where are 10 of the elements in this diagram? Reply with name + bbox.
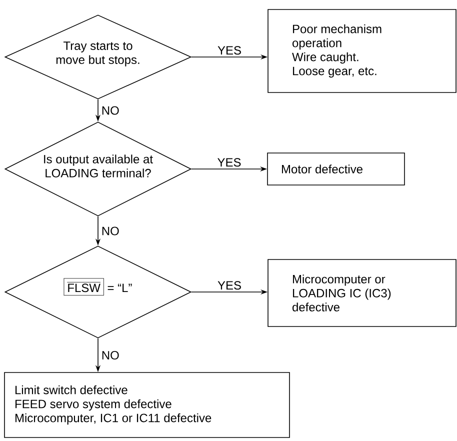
edge-label: NO: [100, 350, 120, 360]
edge-label: NO: [100, 226, 120, 236]
edge-label: YES: [216, 280, 242, 291]
edge-label: NO: [100, 105, 120, 116]
result-box: Microcomputer or LOADING IC (IC3) defective: [268, 259, 456, 327]
result-box: Limit switch defective FEED servo system defective Microcomputer, IC1 or IC11 defective: [4, 372, 290, 438]
result-box: Poor mechanism operation Wire caught. Loose gear, etc.: [268, 9, 456, 93]
edge-label: YES: [216, 157, 242, 168]
result-box: Motor defective: [267, 152, 405, 186]
edge-label: YES: [216, 45, 242, 56]
